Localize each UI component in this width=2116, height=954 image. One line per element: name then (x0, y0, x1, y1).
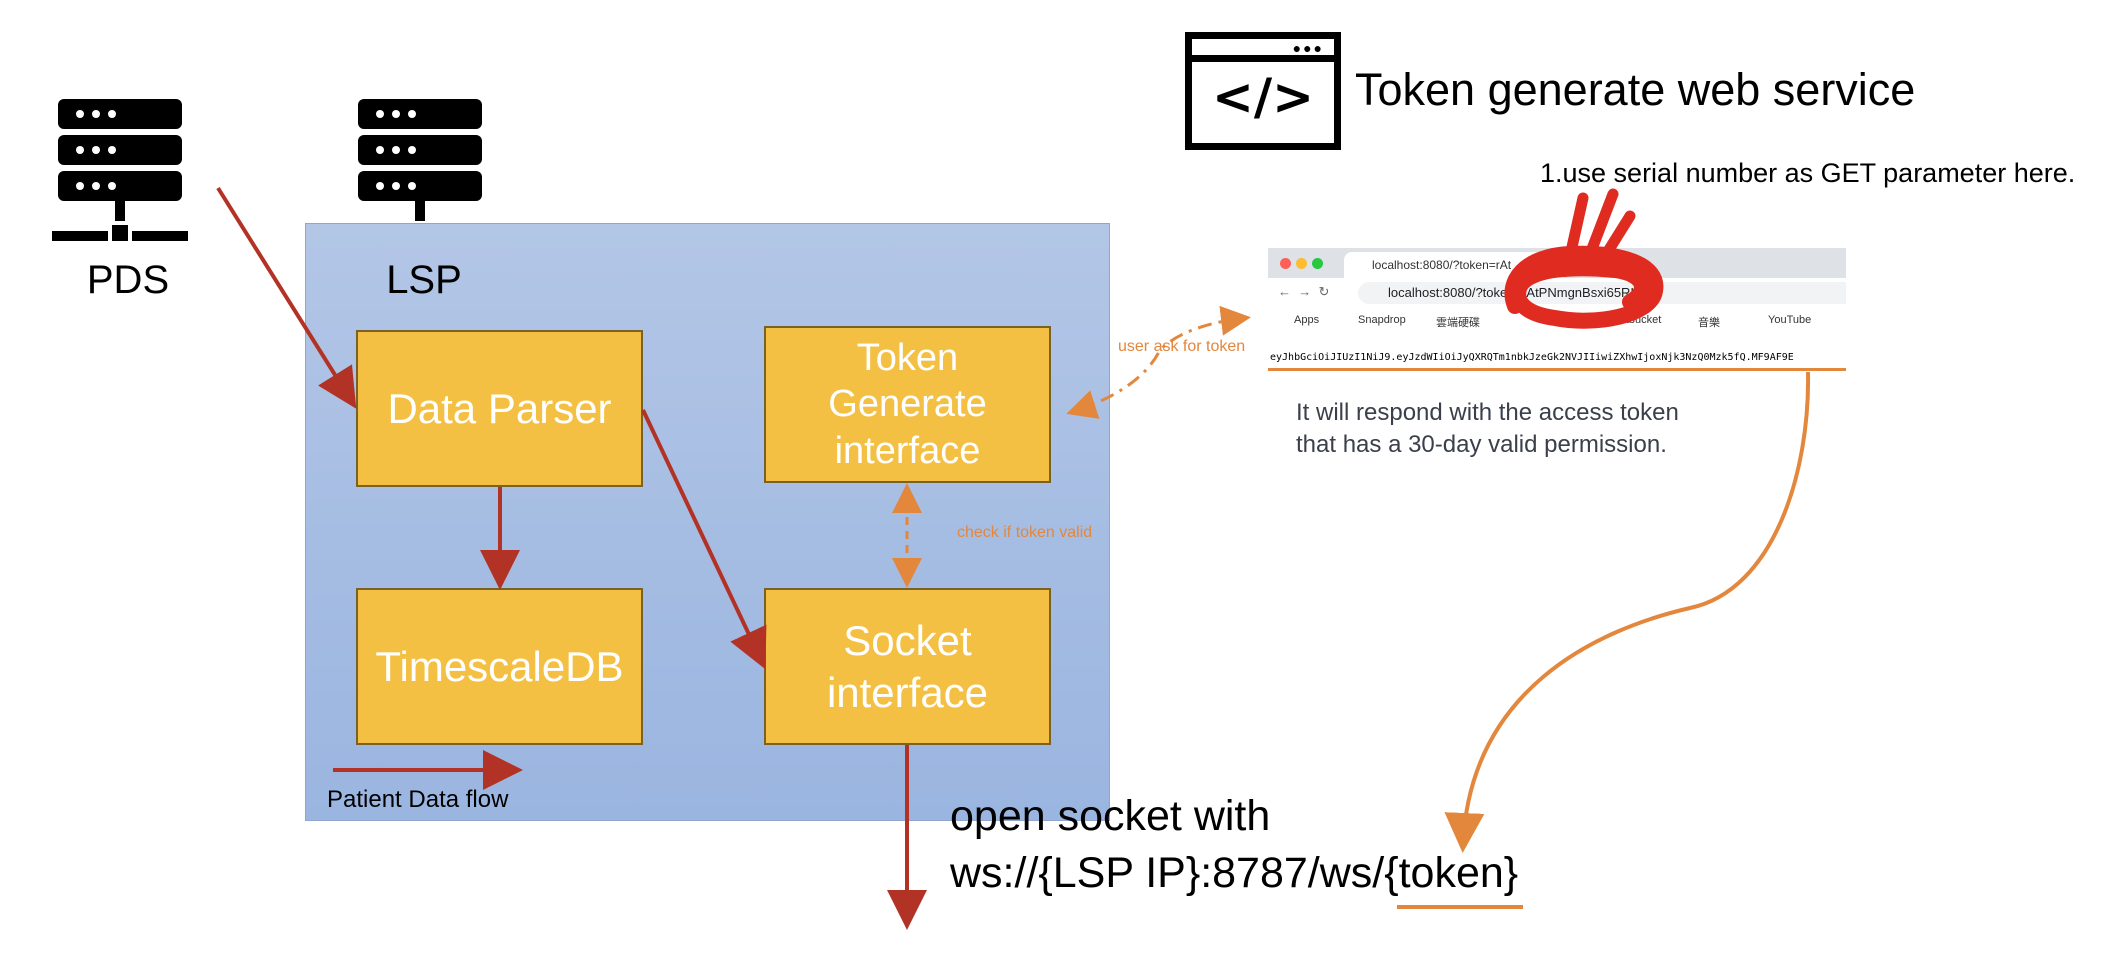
nav-arrows: ← → ↻ (1278, 284, 1330, 299)
patient-data-flow-label: Patient Data flow (327, 786, 509, 813)
address-bar: localhost:8080/?token=rAtPNmgnBsxi65RH (1358, 282, 1846, 304)
user-ask-token-connector (1066, 305, 1251, 419)
web-service-title: Token generate web service (1355, 64, 1916, 115)
lsp-label: LSP (386, 258, 462, 302)
pds-to-parser-arrow (216, 186, 357, 409)
data-parser-box: Data Parser (356, 330, 643, 487)
pds-server-icon (50, 95, 200, 250)
bookmark-music: 音樂 (1698, 317, 1720, 329)
open-socket-line2: ws://{LSP IP}:8787/ws/{token} (950, 849, 1519, 897)
bookmark-youtube: YouTube (1768, 314, 1812, 326)
open-socket-line1: open socket with (950, 792, 1271, 840)
check-token-valid-label: check if token valid (957, 524, 1093, 541)
code-window-icon: ●●● </> (1185, 32, 1341, 150)
token-response-text: eyJhbGciOiJIUzI1NiJ9.eyJzdWIiOiJyQXRQTm1… (1270, 352, 1794, 363)
use-serial-note: 1.use serial number as GET parameter her… (1540, 158, 2076, 188)
close-dot (1280, 258, 1291, 269)
response-note-line1: It will respond with the access token (1296, 399, 1679, 426)
open-socket-note: open socket with ws://{LSP IP}:8787/ws/{… (950, 788, 1518, 902)
minimize-dot (1296, 258, 1307, 269)
bookmark-snapdrop: Snapdrop (1358, 314, 1406, 326)
browser-toolbar: ← → ↻ localhost:8080/?token=rAtPNmgnBsxi… (1268, 278, 1846, 308)
timescaledb-box: TimescaleDB (356, 588, 643, 745)
window-bar (1192, 55, 1334, 62)
token-to-url-curve (1444, 371, 1811, 853)
user-ask-token-label: user ask for token (1118, 338, 1246, 355)
response-note: It will respond with the access token th… (1296, 397, 1776, 461)
bookmark-apps: Apps (1294, 314, 1320, 326)
bookmarks-bar: Apps Snapdrop 雲端硬碟 Bitbucket 音樂 YouTube (1268, 308, 1846, 334)
pds-label: PDS (86, 258, 170, 302)
scribble-highlight (1504, 188, 1664, 329)
code-glyph: </> (1211, 68, 1315, 126)
maximize-dot (1312, 258, 1323, 269)
window-dots: ●●● (1292, 40, 1324, 56)
browser-window: localhost:8080/?token=rAt ← → ↻ localhos… (1268, 248, 1846, 371)
socket-interface-box: Socket interface (764, 588, 1051, 745)
bookmark-drive: 雲端硬碟 (1436, 317, 1480, 329)
token-generate-interface-box: Token Generate interface (764, 326, 1051, 483)
parser-to-socket-arrow (641, 409, 767, 670)
response-note-line2: that has a 30-day valid permission. (1296, 431, 1667, 458)
